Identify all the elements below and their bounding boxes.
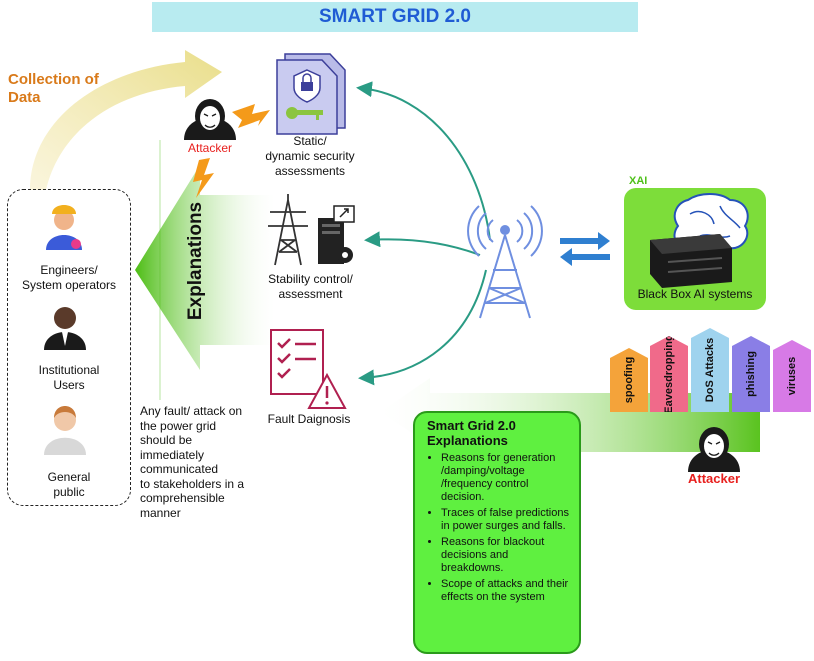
attack-tag-dos-attacks: DoS Attacks: [691, 328, 729, 412]
explanations-arrow-label: Explanations: [185, 201, 206, 321]
attack-tag-label: phishing: [745, 351, 757, 397]
attacker-bottom-label: Attacker: [687, 471, 741, 486]
security-assessment-label: Static/ dynamic security assessments: [265, 134, 355, 178]
stakeholder-engineers-label: Engineers/ System operators: [21, 263, 117, 292]
stakeholder-institutional-label: Institutional Users: [38, 363, 100, 392]
security-document-icon: [276, 53, 346, 135]
list-item: Traces of false predictions in power sur…: [441, 507, 571, 533]
attack-tag-viruses: viruses: [773, 340, 811, 412]
sg-explanations-title: Smart Grid 2.0 Explanations: [427, 418, 516, 448]
lightning-icon: [193, 104, 270, 198]
exchange-arrows-icon: [560, 232, 610, 266]
power-tower-icon: [268, 194, 308, 266]
attacker-top-icon: [184, 99, 236, 140]
xai-label: XAI: [629, 175, 648, 187]
collection-arrow: [30, 50, 222, 190]
list-item: Scope of attacks and their effects on th…: [441, 578, 571, 604]
general-public-icon: [44, 406, 86, 455]
attack-tag-phishing: phishing: [732, 336, 770, 412]
list-item: Reasons for blackout decisions and break…: [441, 536, 571, 575]
stakeholders-box: [7, 189, 131, 506]
stakeholder-note: Any fault/ attack on the power grid shou…: [140, 404, 245, 520]
black-box-ai-overlay: [650, 193, 749, 288]
stability-control-label: Stability control/ assessment: [268, 272, 353, 301]
page-title: SMART GRID 2.0: [152, 2, 638, 32]
teal-arrow-fault: [358, 269, 487, 386]
antenna-tower-icon: [467, 205, 543, 319]
list-item: Reasons for generation /damping/voltage …: [441, 452, 571, 504]
stakeholder-public-label: General public: [47, 470, 91, 499]
collection-label: Collection of Data: [8, 71, 99, 106]
attack-tag-eavesdropping: Eavesdropping: [650, 336, 688, 412]
sg-explanations-list: Reasons for generation /damping/voltage …: [427, 452, 571, 604]
attacker-top-label: Attacker: [187, 141, 232, 155]
fault-diagnosis-icon: [270, 329, 347, 409]
attack-tag-label: spoofing: [623, 356, 635, 404]
sg-explanations-box: Smart Grid 2.0 Explanations Reasons for …: [413, 411, 581, 654]
institutional-user-icon: [44, 307, 86, 350]
explanations-arrow: [135, 165, 275, 370]
attack-tag-spoofing: spoofing: [610, 348, 648, 412]
teal-arrow-stability: [364, 231, 481, 256]
black-box-label: Black Box AI systems: [637, 287, 753, 301]
attack-tag-label: Eavesdropping: [663, 334, 675, 414]
fault-diagnosis-label: Fault Daignosis: [267, 412, 351, 426]
teal-arrow-security: [356, 81, 491, 241]
server-gear-icon: [318, 205, 355, 264]
attack-tag-label: DoS Attacks: [704, 337, 716, 403]
attack-tag-label: viruses: [786, 356, 798, 396]
attacker-bottom-icon: [688, 427, 740, 472]
engineer-icon: [46, 205, 82, 250]
